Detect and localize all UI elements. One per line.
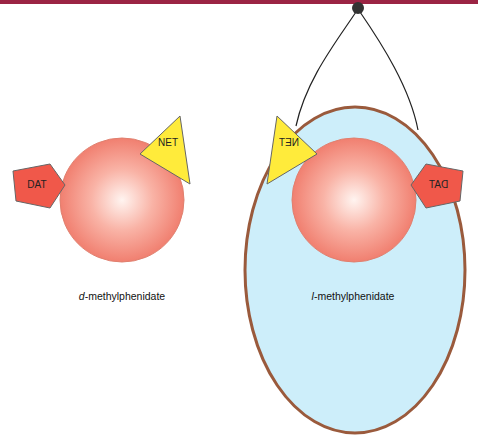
mirror-ellipse — [245, 107, 465, 433]
transporter-triangle — [267, 116, 317, 184]
transporter-node: DAT — [10, 163, 66, 209]
node-outline — [263, 114, 319, 188]
transporter-badge — [13, 164, 65, 208]
transporter-label: DAT — [27, 179, 46, 191]
transporter-node: NET — [263, 114, 319, 188]
hanging-pin — [352, 2, 364, 14]
transporter-label: NET — [158, 137, 178, 149]
enantiomer-label: l-methylphenidate — [312, 290, 395, 302]
mirror-region: l-methylphenidate NET DAT — [243, 105, 467, 435]
node-outline — [138, 114, 194, 188]
transporter-badge — [411, 164, 463, 208]
enantiomer-label: d-methylphenidate — [79, 290, 165, 302]
transporter-label: NET — [279, 137, 299, 149]
transporter-triangle — [140, 116, 190, 184]
top-rule — [0, 0, 478, 4]
transporter-node: DAT — [410, 163, 466, 209]
transporter-node: NET — [138, 114, 194, 188]
transporter-label: DAT — [429, 179, 448, 191]
